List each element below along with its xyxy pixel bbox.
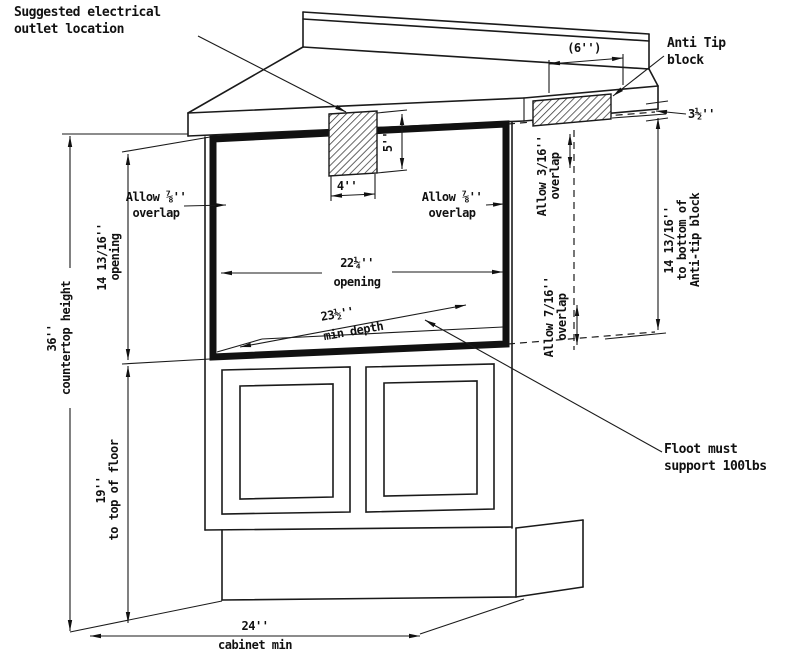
overlap-3-16-text-line2: overlap <box>548 152 562 199</box>
dim-5in <box>376 109 408 174</box>
overlap-right-text-line1: Allow ⅞'' <box>422 190 483 204</box>
dim-opening-height <box>121 136 211 365</box>
antitip-height-text-line2: to bottom of <box>675 199 689 280</box>
antitip-label-line2: block <box>667 53 704 68</box>
dim-3-5in-text: 3½'' <box>688 107 715 121</box>
dim-5in-text: 5'' <box>381 132 395 152</box>
antitip-height-text-line1: 14 13/16'' <box>662 206 676 273</box>
cabinet-min-text-line1: 24'' <box>242 619 269 633</box>
dim-overlap-left <box>183 203 227 208</box>
overlap-left-text-line1: Allow ⅞'' <box>126 190 187 204</box>
leader-floor-support <box>424 319 663 453</box>
hidden-edges-dashed <box>507 111 656 350</box>
overlap-7-16-text-line1: Allow 7/16'' <box>542 277 556 358</box>
opening-width-text-line1: 22¼'' <box>340 256 374 270</box>
appliance-opening-frame <box>209 120 510 361</box>
opening-height-text-line2: opening <box>108 233 122 280</box>
floor-height-text-line1: 19'' <box>94 477 108 504</box>
min-depth-text-line2: min depth <box>322 319 384 343</box>
antitip-label-line1: Anti Tip <box>667 36 726 51</box>
opening-height-text-line1: 14 13/16'' <box>95 223 109 290</box>
leader-antitip <box>612 55 665 97</box>
dim-overlap-right <box>485 202 505 207</box>
overlap-left-text-line2: overlap <box>132 206 179 220</box>
toe-kick-base <box>221 519 584 601</box>
cabinet-right-door <box>365 363 495 513</box>
cabinet-face <box>204 121 513 531</box>
dim-antitip-height <box>604 113 667 340</box>
outlet-label-line1: Suggested electrical <box>14 5 161 20</box>
dim-countertop-height <box>62 133 223 633</box>
floor-height-text-line2: to top of floor <box>107 439 121 540</box>
outlet-block <box>328 110 378 177</box>
dim-6in <box>548 54 624 93</box>
dim-6in-text: (6'') <box>567 41 601 55</box>
dim-4in <box>330 174 376 201</box>
floor-support-text-line2: support 100lbs <box>664 459 767 474</box>
countertop-height-text-line1: 36'' <box>45 325 59 352</box>
antitip-height-text-line3: Anti-tip block <box>688 192 702 287</box>
floor-support-text-line1: Floot must <box>664 442 737 457</box>
overlap-7-16-text-line2: overlap <box>555 293 569 340</box>
min-depth-text-line1: 23½'' <box>320 304 356 324</box>
dim-3-5in <box>645 100 687 122</box>
leader-outlet <box>197 35 347 113</box>
countertop-height-text-line2: countertop height <box>59 281 73 396</box>
overlap-3-16-text-line1: Allow 3/16'' <box>535 136 549 217</box>
opening-width-text-line2: opening <box>333 275 380 289</box>
overlap-right-text-line2: overlap <box>428 206 475 220</box>
cabinet-min-text-line2: cabinet min <box>218 638 292 652</box>
outlet-label-line2: outlet location <box>14 22 124 37</box>
dim-opening-width <box>221 269 503 276</box>
backsplash <box>302 11 650 70</box>
dim-cabinet-min <box>90 598 525 639</box>
cabinet-left-door <box>221 366 351 515</box>
dim-min-depth <box>239 304 467 348</box>
anti-tip-block <box>532 93 612 127</box>
dim-4in-text: 4'' <box>337 179 357 193</box>
